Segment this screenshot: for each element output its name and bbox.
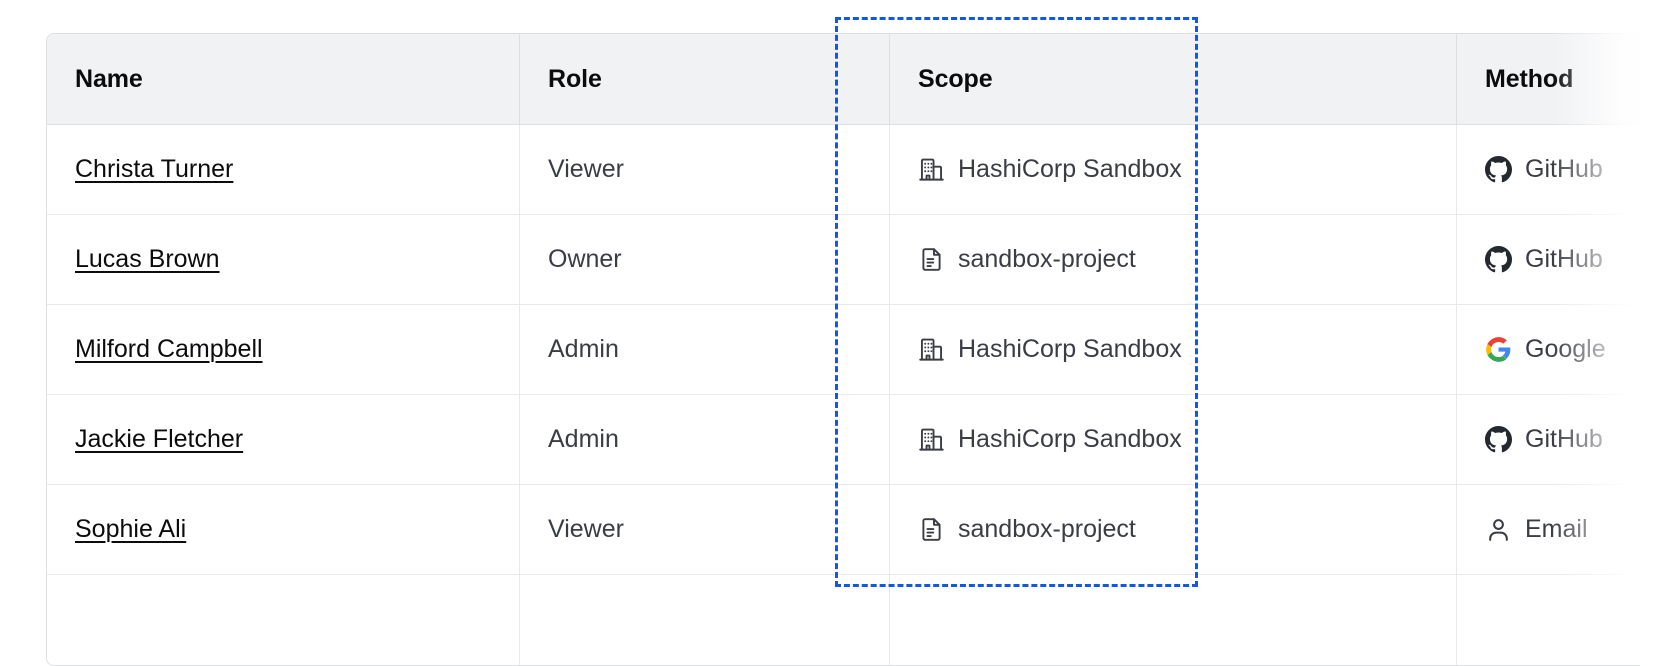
column-header-method[interactable]: Method <box>1456 34 1640 125</box>
column-header-scope[interactable]: Scope <box>889 34 1456 125</box>
method-value: Google <box>1485 335 1640 364</box>
organization-icon <box>918 336 945 363</box>
scope-label: sandbox-project <box>958 245 1136 273</box>
cell-method: GitHub <box>1456 125 1640 215</box>
member-name-link[interactable]: Lucas Brown <box>75 245 220 273</box>
cell-name: Jackie Fletcher <box>47 395 519 485</box>
cell-scope: HashiCorp Sandbox <box>889 125 1456 215</box>
github-icon <box>1485 426 1512 453</box>
cell-role: Admin <box>519 395 889 485</box>
table-row[interactable]: Christa Turner Viewer HashiCorp Sandbox Git… <box>47 125 1640 215</box>
github-icon <box>1485 246 1512 273</box>
method-label: GitHub <box>1525 245 1603 273</box>
project-document-icon <box>918 246 945 273</box>
cell-name: Christa Turner <box>47 125 519 215</box>
cell-name: Sophie Ali <box>47 485 519 575</box>
github-icon <box>1485 156 1512 183</box>
column-header-role[interactable]: Role <box>519 34 889 125</box>
organization-icon <box>918 156 945 183</box>
cell-role: Admin <box>519 305 889 395</box>
method-value: Email <box>1485 515 1640 544</box>
cell-scope: sandbox-project <box>889 485 1456 575</box>
cell-name: Milford Campbell <box>47 305 519 395</box>
cell-role: Viewer <box>519 125 889 215</box>
cell-scope: HashiCorp Sandbox <box>889 395 1456 485</box>
method-label: Email <box>1525 515 1588 543</box>
cell-role <box>519 575 889 665</box>
table-header: Name Role Scope Method <box>47 34 1640 125</box>
scope-label: sandbox-project <box>958 515 1136 543</box>
table-row[interactable]: Jackie Fletcher Admin HashiCorp Sandbox Git… <box>47 395 1640 485</box>
table-row[interactable]: Milford Campbell Admin HashiCorp Sandbox Go… <box>47 305 1640 395</box>
cell-name <box>47 575 519 665</box>
method-label: GitHub <box>1525 155 1603 183</box>
project-document-icon <box>918 516 945 543</box>
member-name-link[interactable]: Milford Campbell <box>75 335 263 363</box>
cell-method: GitHub <box>1456 215 1640 305</box>
cell-scope: sandbox-project <box>889 215 1456 305</box>
cell-method: Email <box>1456 485 1640 575</box>
cell-method: Google <box>1456 305 1640 395</box>
table-header-row: Name Role Scope Method <box>47 34 1640 125</box>
method-value: GitHub <box>1485 155 1640 184</box>
user-icon <box>1485 516 1512 543</box>
scope-value: sandbox-project <box>918 515 1456 544</box>
method-value: GitHub <box>1485 245 1640 274</box>
scope-value: HashiCorp Sandbox <box>918 335 1456 364</box>
scope-label: HashiCorp Sandbox <box>958 335 1182 363</box>
cell-role: Viewer <box>519 485 889 575</box>
scope-value: HashiCorp Sandbox <box>918 425 1456 454</box>
method-value: GitHub <box>1485 425 1640 454</box>
member-name-link[interactable]: Christa Turner <box>75 155 234 183</box>
organization-icon <box>918 426 945 453</box>
google-icon <box>1485 336 1512 363</box>
scope-label: HashiCorp Sandbox <box>958 425 1182 453</box>
scope-value: HashiCorp Sandbox <box>918 155 1456 184</box>
table-row[interactable]: Lucas Brown Owner sandbox-project GitHub <box>47 215 1640 305</box>
scope-label: HashiCorp Sandbox <box>958 155 1182 183</box>
cell-name: Lucas Brown <box>47 215 519 305</box>
cell-scope: HashiCorp Sandbox <box>889 305 1456 395</box>
member-name-link[interactable]: Sophie Ali <box>75 515 187 543</box>
cell-method: GitHub <box>1456 395 1640 485</box>
scope-value: sandbox-project <box>918 245 1456 274</box>
member-name-link[interactable]: Jackie Fletcher <box>75 425 244 453</box>
cell-role: Owner <box>519 215 889 305</box>
method-label: Google <box>1525 335 1606 363</box>
cell-scope <box>889 575 1456 665</box>
column-header-name[interactable]: Name <box>47 34 519 125</box>
table-row[interactable]: Sophie Ali Viewer sandbox-project Email <box>47 485 1640 575</box>
method-label: GitHub <box>1525 425 1603 453</box>
